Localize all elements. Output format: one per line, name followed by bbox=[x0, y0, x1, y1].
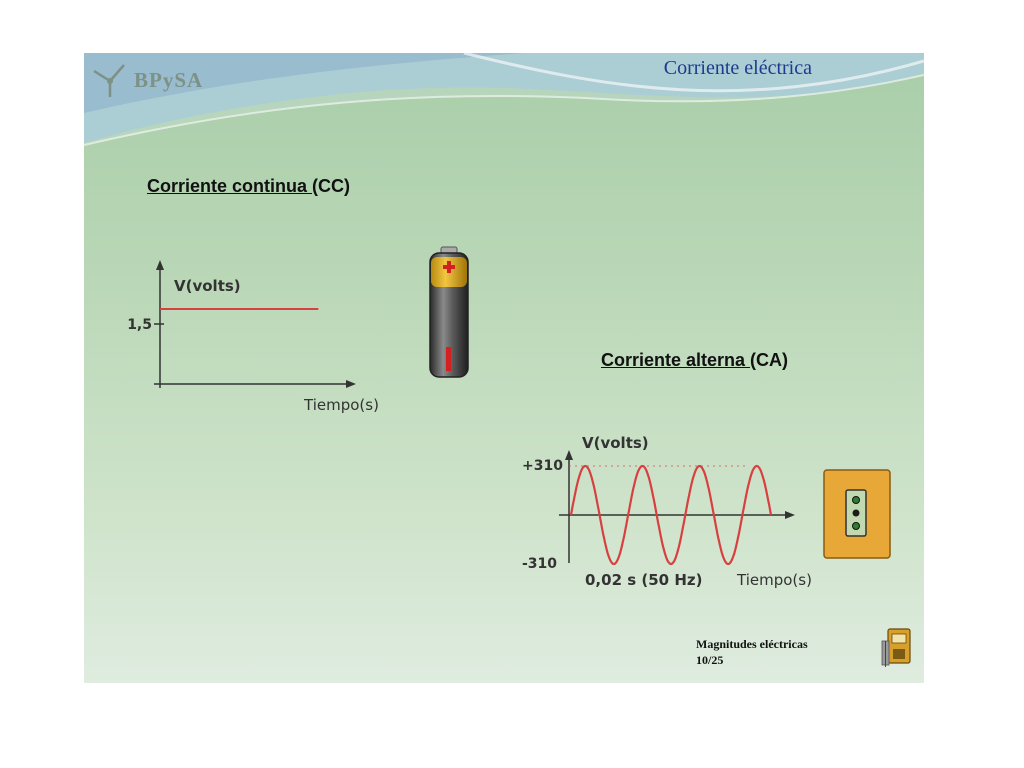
logo: BPySA bbox=[88, 59, 218, 99]
dc-ylabel: V(volts) bbox=[174, 277, 241, 295]
dc-chart: 1,5 V(volts) Tiempo(s) bbox=[127, 260, 379, 414]
dc-heading-main: Corriente continua bbox=[147, 176, 313, 196]
battery-icon bbox=[429, 246, 469, 378]
bpysa-logo-icon bbox=[93, 64, 125, 97]
ac-ylabel: V(volts) bbox=[582, 434, 649, 452]
dc-y-arrow bbox=[156, 260, 164, 270]
ac-heading: Corriente alterna (CA) bbox=[601, 350, 788, 371]
ac-xlabel: Tiempo(s) bbox=[736, 571, 812, 589]
footer: Magnitudes eléctricas 10/25 bbox=[696, 636, 808, 668]
dc-x-arrow bbox=[346, 380, 356, 388]
dc-heading-abbr: (CC) bbox=[312, 176, 351, 196]
ac-chart: +310 -310 V(volts) 0,02 s (50 Hz) Tiempo… bbox=[522, 434, 812, 589]
outlet-icon bbox=[823, 469, 891, 559]
meter-icon bbox=[881, 628, 911, 667]
dc-ytick-label: 1,5 bbox=[127, 317, 152, 333]
ac-heading-abbr: (CA) bbox=[750, 350, 789, 370]
dc-heading: Corriente continua (CC) bbox=[147, 176, 350, 197]
ac-annotation: 0,02 s (50 Hz) bbox=[585, 571, 702, 589]
ac-ytick-bottom: -310 bbox=[522, 556, 557, 572]
logo-text: BPySA bbox=[134, 68, 204, 92]
slide-header-waves bbox=[84, 53, 924, 146]
ac-ytick-top: +310 bbox=[522, 458, 563, 474]
footer-topic: Magnitudes eléctricas bbox=[696, 637, 808, 651]
ac-y-arrow bbox=[565, 450, 573, 460]
footer-page: 10/25 bbox=[696, 653, 724, 667]
ac-x-arrow bbox=[785, 511, 795, 519]
ac-signal-wave bbox=[569, 464, 773, 566]
slide: BPySA Corriente eléctrica Corriente cont… bbox=[84, 53, 924, 683]
dc-xlabel: Tiempo(s) bbox=[303, 396, 379, 414]
ac-heading-main: Corriente alterna bbox=[601, 350, 751, 370]
slide-title: Corriente eléctrica bbox=[663, 57, 812, 79]
